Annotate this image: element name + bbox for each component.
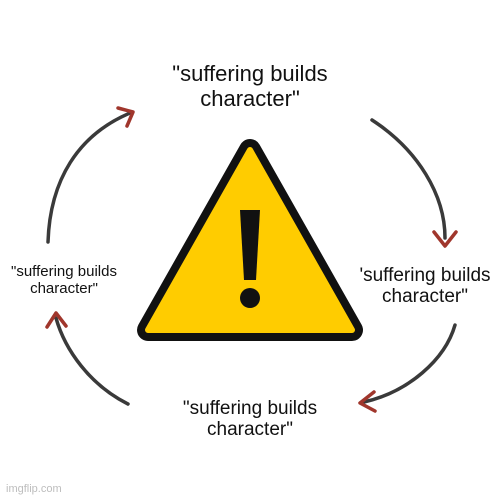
cycle-label-left: "suffering builds character" [0, 263, 128, 298]
arrow-top-to-right [370, 118, 447, 240]
warning-triangle-icon [137, 139, 363, 341]
label-line: character" [207, 419, 293, 441]
exclamation-bar [240, 210, 260, 280]
label-line: "suffering builds [11, 263, 117, 280]
arrowhead-top [116, 106, 135, 128]
arrowhead-left [45, 311, 68, 329]
label-line: 'suffering builds [359, 265, 491, 286]
label-line: "suffering builds [182, 398, 318, 419]
arrow-left-to-top [46, 111, 132, 244]
cycle-label-top: "suffering builds character" [130, 61, 370, 111]
arrowhead-right [432, 230, 458, 248]
arrow-right-to-bottom [362, 323, 457, 404]
watermark: imgflip.com [6, 483, 62, 495]
cycle-label-bottom: "suffering builds character" [150, 398, 350, 441]
label-line: character" [382, 286, 468, 308]
label-line: character" [30, 279, 98, 297]
arrowhead-bottom [358, 390, 377, 413]
exclamation-dot [240, 288, 260, 308]
arrow-bottom-to-left [54, 316, 130, 406]
label-line: character" [200, 85, 300, 111]
cycle-label-right: 'suffering builds character" [345, 265, 500, 308]
label-line: "suffering builds [172, 61, 328, 86]
